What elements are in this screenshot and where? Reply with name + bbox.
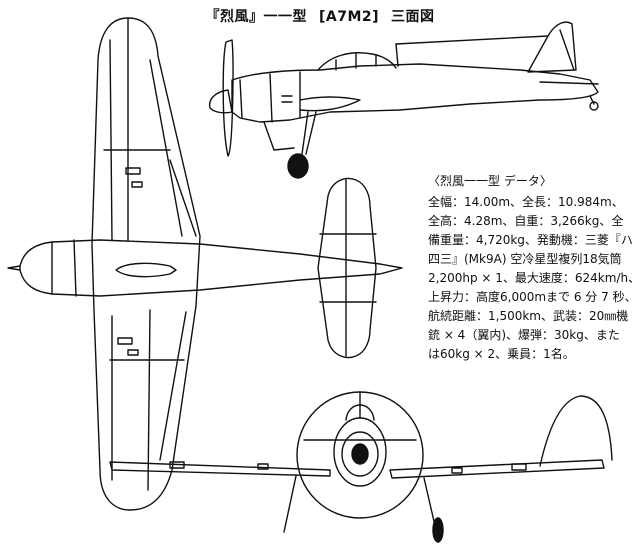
spec-line: 銃 × 4（翼内)、爆弾：30kg、また: [428, 328, 620, 342]
spec-line: 全幅：14.00m、全長：10.984m、: [428, 195, 624, 209]
spec-line: 全高：4.28m、自重：3,266kg、全: [428, 214, 624, 228]
side-canopy: [318, 53, 396, 70]
spec-line: 上昇力：高度6,000mまで 6 分 7 秒、: [428, 290, 637, 304]
front-wing-left: [110, 462, 330, 476]
spec-line: 航続距離：1,500km、武装：20㎜機: [428, 309, 629, 323]
front-wheel-right: [433, 518, 443, 542]
title-model: [A7M2]: [318, 9, 380, 25]
plan-view: [8, 18, 402, 510]
front-wing-right: [390, 460, 604, 478]
spec-header: 〈烈風一一型 データ〉: [428, 174, 552, 188]
spec-block: 〈烈風一一型 データ〉 全幅：14.00m、全長：10.984m、 全高：4.2…: [428, 172, 640, 364]
title-view-type: 三面図: [391, 9, 435, 25]
side-propeller-blade: [223, 40, 233, 156]
title-aircraft: 『烈風』一一型: [205, 9, 307, 25]
front-view: [110, 392, 612, 542]
side-view: [210, 22, 598, 178]
plan-tailplane: [318, 179, 376, 358]
side-landing-gear: [302, 112, 308, 154]
side-spinner: [210, 90, 232, 113]
spec-line: 四三』(Mk9A) 空冷星型複列18気筒: [428, 252, 622, 266]
spec-line: は60kg × 2、乗員：1名。: [428, 347, 575, 361]
side-fin: [528, 22, 576, 72]
spec-line: 2,200hp × 1、最大速度：624km/h、: [428, 271, 640, 285]
plan-fuselage: [20, 240, 402, 296]
plan-wing: [92, 18, 200, 510]
spec-line: 備重量：4,720kg、発動機：三菱『ハ: [428, 233, 633, 247]
side-fuselage: [232, 64, 598, 122]
side-tail-wheel: [590, 102, 598, 110]
drawing-title: 『烈風』一一型 [A7M2] 三面図: [0, 6, 640, 26]
